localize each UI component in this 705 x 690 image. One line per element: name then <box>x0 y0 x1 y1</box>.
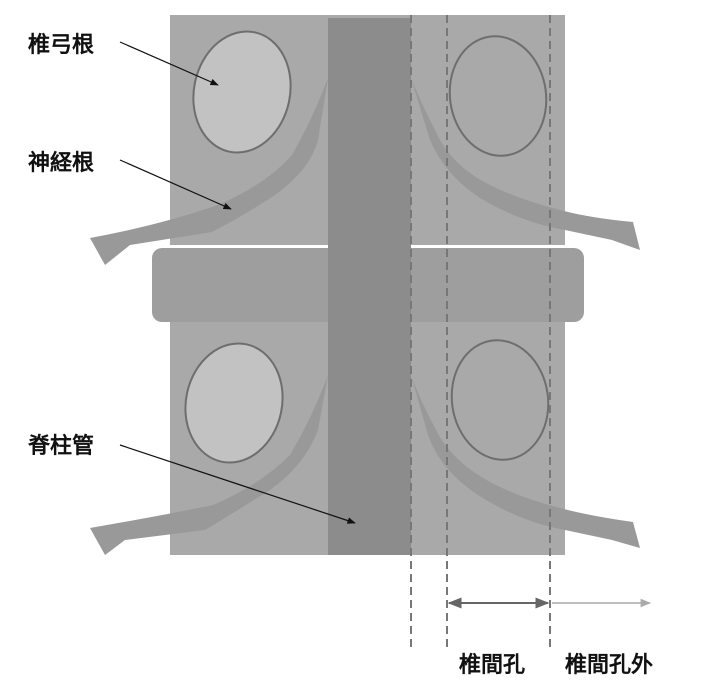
label-extraforaminal: 椎間孔外 <box>565 652 653 678</box>
pedicle-leader-line <box>119 41 219 86</box>
spinal-canal <box>328 18 411 555</box>
label-nerve-root: 神経根 <box>28 150 94 176</box>
nerve-root-upper-left <box>90 78 328 265</box>
pedicle-lower-right <box>450 339 550 461</box>
pedicle-upper-left <box>192 30 292 154</box>
nerve-root-lower-right <box>411 375 640 548</box>
label-pedicle: 椎弓根 <box>28 32 94 58</box>
spinal-canal-leader-line <box>119 444 356 524</box>
nerve-root-lower-left <box>90 375 328 555</box>
nerve-root-leader-line <box>119 159 232 210</box>
pedicle-lower-left <box>184 342 284 464</box>
label-spinal-canal: 脊柱管 <box>27 433 94 459</box>
label-intervertebral-foramen: 椎間孔 <box>459 652 525 678</box>
nerve-root-upper-right <box>411 78 640 250</box>
pedicle-upper-right <box>448 35 548 157</box>
